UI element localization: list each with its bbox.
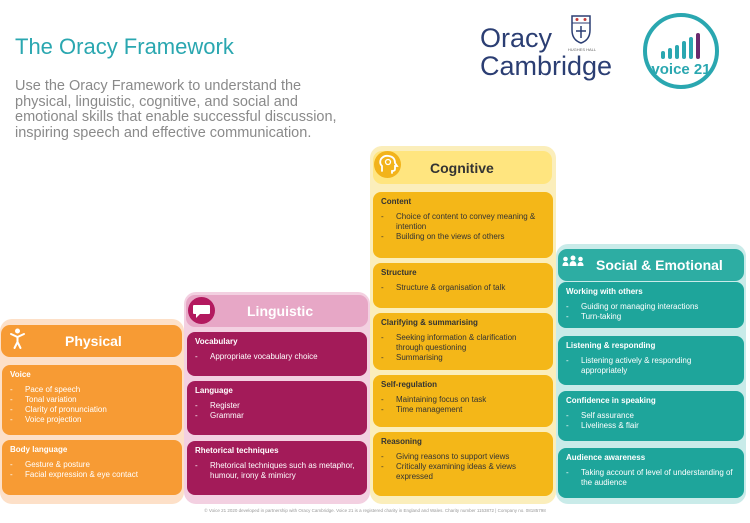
voice21-logo: voice 21 [643, 13, 719, 89]
list-item: Maintaining focus on task [381, 395, 545, 405]
social-emotional-column: Social & Emotional Working with others G… [556, 244, 746, 504]
oracy-logo-line2: Cambridge [480, 51, 613, 81]
intro-text: Use the Oracy Framework to understand th… [15, 78, 337, 141]
speech-bubble-icon [188, 297, 215, 324]
physical-header: Physical [1, 325, 182, 357]
list-item: Critically examining ideas & views expre… [381, 462, 545, 482]
page-title: The Oracy Framework [15, 34, 234, 59]
group-icon [558, 249, 585, 276]
physical-column: Physical Voice Pace of speech Tonal vari… [0, 319, 184, 504]
list-item: Listening actively & responding appropri… [566, 356, 736, 376]
card-title: Rhetorical techniques [195, 446, 279, 455]
cognitive-column: Cognitive Content Choice of content to c… [370, 146, 556, 504]
list-item: Clarity of pronunciation [10, 405, 174, 415]
list-item: Liveliness & flair [566, 421, 736, 431]
card-clarifying-summarising: Clarifying & summarising Seeking informa… [373, 313, 553, 370]
oracy-logo-line1: Oracy [480, 23, 553, 53]
card-title: Audience awareness [566, 453, 646, 462]
card-title: Self-regulation [381, 380, 438, 389]
card-voice: Voice Pace of speech Tonal variation Cla… [2, 365, 182, 435]
card-self-regulation: Self-regulation Maintaining focus on tas… [373, 375, 553, 427]
list-item: Giving reasons to support views [381, 452, 545, 462]
list-item: Choice of content to convey meaning & in… [381, 212, 545, 232]
card-content: Content Choice of content to convey mean… [373, 192, 553, 258]
card-title: Listening & responding [566, 341, 656, 350]
list-item: Seeking information & clarification thro… [381, 333, 545, 353]
card-title: Confidence in speaking [566, 396, 656, 405]
card-body-language: Body language Gesture & posture Facial e… [2, 440, 182, 495]
bar-graph-icon [661, 33, 700, 59]
list-item: Pace of speech [10, 385, 174, 395]
cognitive-header: Cognitive [373, 151, 552, 184]
list-item: Tonal variation [10, 395, 174, 405]
card-title: Body language [10, 445, 68, 454]
voice21-logo-text: voice 21 [651, 61, 711, 78]
list-item: Turn-taking [566, 312, 736, 322]
card-confidence-in-speaking: Confidence in speaking Self assurance Li… [558, 391, 744, 441]
card-working-with-others: Working with others Guiding or managing … [558, 282, 744, 328]
list-item: Self assurance [566, 411, 736, 421]
list-item: Gesture & posture [10, 460, 174, 470]
list-item: Summarising [381, 353, 545, 363]
card-title: Working with others [566, 287, 643, 296]
list-item: Taking account of level of understanding… [566, 468, 736, 488]
brain-head-icon [374, 151, 401, 178]
linguistic-header: Linguistic [186, 295, 368, 327]
card-title: Content [381, 197, 412, 206]
list-item: Building on the views of others [381, 232, 545, 242]
social-emotional-header: Social & Emotional [558, 249, 744, 281]
card-listening-responding: Listening & responding Listening activel… [558, 336, 744, 385]
crest-icon [571, 15, 591, 44]
list-item: Time management [381, 405, 545, 415]
card-language: Language Register Grammar [187, 381, 367, 435]
card-title: Vocabulary [195, 337, 238, 346]
list-item: Register [195, 401, 359, 411]
card-vocabulary: Vocabulary Appropriate vocabulary choice [187, 332, 367, 376]
crest-caption: HUGHES HALL [567, 47, 597, 52]
card-title: Structure [381, 268, 417, 277]
list-item: Guiding or managing interactions [566, 302, 736, 312]
card-title: Reasoning [381, 437, 422, 446]
oracy-cambridge-logo: Oracy Cambridge [480, 24, 612, 80]
list-item: Voice projection [10, 415, 174, 425]
list-item: Grammar [195, 411, 359, 421]
list-item: Rhetorical techniques such as metaphor, … [195, 461, 359, 481]
list-item: Structure & organisation of talk [381, 283, 545, 293]
card-title: Clarifying & summarising [381, 318, 478, 327]
person-icon [4, 325, 31, 352]
card-audience-awareness: Audience awareness Taking account of lev… [558, 448, 744, 498]
card-title: Language [195, 386, 233, 395]
list-item: Appropriate vocabulary choice [195, 352, 359, 362]
card-structure: Structure Structure & organisation of ta… [373, 263, 553, 308]
linguistic-column: Linguistic Vocabulary Appropriate vocabu… [184, 292, 370, 504]
list-item: Facial expression & eye contact [10, 470, 174, 480]
footer-text: © Voice 21 2020 developed in partnership… [204, 508, 546, 513]
card-title: Voice [10, 370, 31, 379]
card-reasoning: Reasoning Giving reasons to support view… [373, 432, 553, 496]
card-rhetorical-techniques: Rhetorical techniques Rhetorical techniq… [187, 441, 367, 495]
